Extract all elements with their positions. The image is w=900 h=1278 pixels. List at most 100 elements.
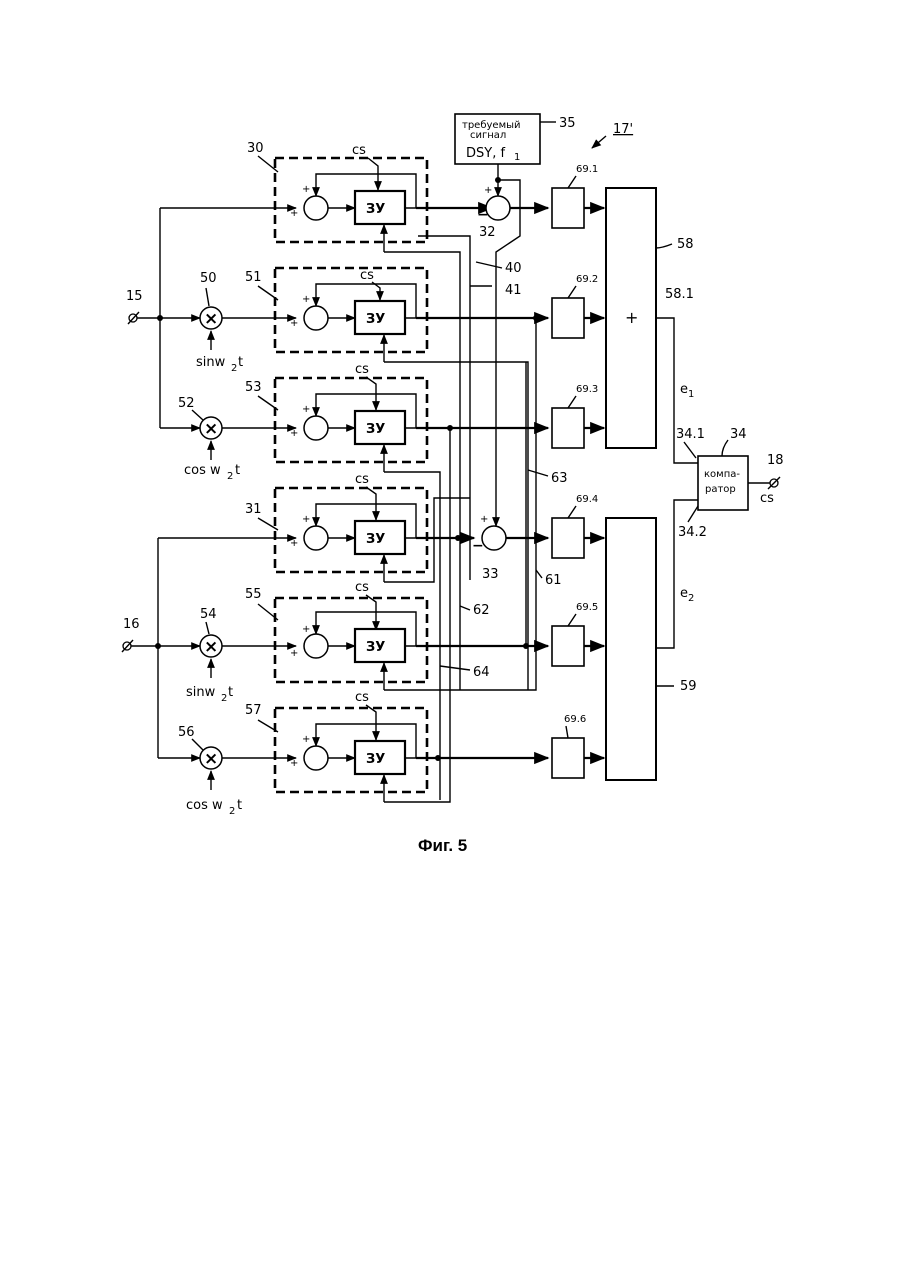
svg-text:DSY, f: DSY, f [466, 146, 505, 161]
svg-text:×: × [204, 637, 218, 657]
svg-text:+: + [625, 308, 638, 327]
module-51: 51 cs + + ЗУ [245, 268, 548, 362]
svg-text:+: + [302, 404, 310, 415]
svg-text:64: 64 [473, 665, 490, 680]
svg-text:×: × [204, 309, 218, 329]
multiplier-56: × 56 cos w 2 t [178, 725, 296, 817]
svg-text:ЗУ: ЗУ [366, 312, 385, 327]
svg-text:cs: cs [355, 472, 369, 487]
svg-text:63: 63 [551, 471, 568, 486]
svg-text:×: × [204, 419, 218, 439]
svg-text:58: 58 [677, 237, 694, 252]
module-53: 53 cs + + ЗУ [245, 362, 548, 472]
summer-59: 59 e 2 [606, 500, 698, 780]
svg-text:55: 55 [245, 587, 262, 602]
svg-text:×: × [204, 749, 218, 769]
svg-text:61: 61 [545, 573, 562, 588]
svg-text:69.2: 69.2 [576, 274, 598, 285]
svg-text:cs: cs [352, 143, 366, 158]
svg-text:34.2: 34.2 [678, 525, 707, 540]
filter-69-4: 69.4 [552, 494, 604, 558]
svg-text:69.5: 69.5 [576, 602, 598, 613]
svg-text:34: 34 [730, 427, 747, 442]
svg-text:58.1: 58.1 [665, 287, 694, 302]
multiplier-50: × 50 sinw 2 t [196, 271, 296, 374]
svg-text:56: 56 [178, 725, 195, 740]
svg-text:+: + [290, 648, 298, 659]
svg-text:2: 2 [688, 593, 694, 604]
svg-text:ратор: ратор [705, 484, 736, 495]
svg-text:2: 2 [231, 363, 237, 374]
svg-text:+: + [302, 514, 310, 525]
svg-text:cs: cs [760, 491, 774, 506]
svg-text:15: 15 [126, 289, 143, 304]
module-30: 30 cs + + ЗУ [247, 141, 492, 580]
svg-text:+: + [290, 318, 298, 329]
svg-text:69.3: 69.3 [576, 384, 598, 395]
multiplier-54: × 54 sinw 2 t [186, 607, 296, 704]
svg-text:+: + [290, 758, 298, 769]
svg-text:53: 53 [245, 380, 262, 395]
svg-text:cs: cs [355, 690, 369, 705]
svg-text:51: 51 [245, 270, 262, 285]
svg-text:+: + [290, 208, 298, 219]
svg-text:57: 57 [245, 703, 262, 718]
svg-text:33: 33 [482, 567, 499, 582]
svg-text:ЗУ: ЗУ [366, 202, 385, 217]
figure-caption: Фиг. 5 [418, 836, 467, 855]
figure-reference: 17' [592, 122, 633, 148]
svg-text:31: 31 [245, 502, 262, 517]
desired-signal-block: требуемый сигнал DSY, f 1 35 [455, 114, 576, 196]
svg-text:ЗУ: ЗУ [366, 532, 385, 547]
svg-text:41: 41 [505, 283, 522, 298]
svg-text:+: + [302, 184, 310, 195]
multiplier-52: × 52 cos w 2 t [178, 396, 296, 482]
comparator-34: компа- ратор 34 34.1 34.2 18 cs [676, 427, 784, 540]
svg-text:−: − [477, 207, 489, 223]
svg-text:ЗУ: ЗУ [366, 422, 385, 437]
svg-text:cs: cs [355, 362, 369, 377]
svg-text:52: 52 [178, 396, 195, 411]
svg-text:+: + [302, 294, 310, 305]
subtractor-32: + − 32 [477, 180, 548, 526]
svg-text:69.6: 69.6 [564, 714, 586, 725]
svg-text:1: 1 [688, 389, 694, 400]
svg-text:69.1: 69.1 [576, 164, 598, 175]
svg-text:2: 2 [221, 693, 227, 704]
svg-text:16: 16 [123, 617, 140, 632]
svg-text:32: 32 [479, 225, 496, 240]
ref-35: 35 [559, 116, 576, 131]
module-57: 57 cs + + ЗУ [245, 690, 548, 802]
svg-text:40: 40 [505, 261, 522, 276]
svg-text:t: t [238, 355, 243, 370]
svg-text:сигнал: сигнал [470, 130, 506, 141]
svg-text:t: t [237, 798, 242, 813]
svg-text:34.1: 34.1 [676, 427, 705, 442]
svg-text:e: e [680, 586, 688, 601]
svg-text:+: + [290, 538, 298, 549]
module-55: 55 cs + + ЗУ [245, 580, 548, 690]
svg-text:−: − [472, 538, 484, 554]
svg-text:t: t [228, 685, 233, 700]
svg-text:ЗУ: ЗУ [366, 640, 385, 655]
svg-text:1: 1 [514, 152, 520, 163]
svg-text:ЗУ: ЗУ [366, 752, 385, 767]
filter-69-6: 69.6 [552, 714, 604, 778]
svg-text:2: 2 [227, 471, 233, 482]
filter-69-5: 69.5 [552, 602, 604, 666]
filter-69-1: 69.1 [552, 164, 604, 228]
svg-text:e: e [680, 382, 688, 397]
svg-text:62: 62 [473, 603, 490, 618]
svg-text:sinw: sinw [186, 685, 216, 700]
svg-text:30: 30 [247, 141, 264, 156]
svg-text:+: + [302, 624, 310, 635]
svg-text:cos w: cos w [186, 798, 223, 813]
svg-text:cs: cs [355, 580, 369, 595]
svg-text:+: + [484, 185, 492, 196]
svg-text:cos w: cos w [184, 463, 221, 478]
feedback-network: 40 41 63 61 62 64 [384, 252, 568, 802]
svg-text:sinw: sinw [196, 355, 226, 370]
svg-text:+: + [302, 734, 310, 745]
svg-text:50: 50 [200, 271, 217, 286]
